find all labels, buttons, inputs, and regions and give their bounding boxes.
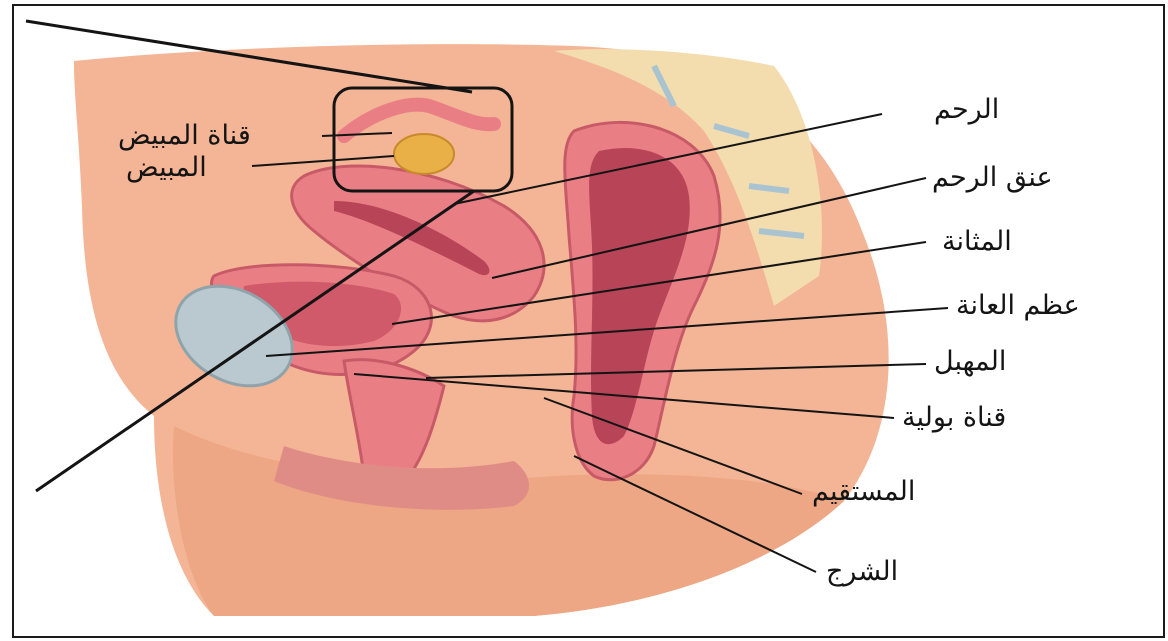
- diagram-frame: قناة المبيض المبيض الرحم عنق الرحم المثا…: [12, 4, 1165, 638]
- label-vagina: المهبل: [934, 348, 1006, 375]
- label-rectum: المستقيم: [812, 478, 915, 505]
- label-fallopian-tube: قناة المبيض: [118, 122, 251, 149]
- ovary: [394, 134, 454, 174]
- label-bladder: المثانة: [942, 228, 1012, 255]
- label-cervix: عنق الرحم: [932, 164, 1053, 191]
- label-pubic-bone: عظم العانة: [956, 292, 1080, 319]
- label-anus: الشرج: [826, 558, 898, 585]
- label-uterus: الرحم: [934, 96, 999, 123]
- label-urethra: قناة بولية: [902, 404, 1006, 431]
- label-ovary: المبيض: [126, 154, 207, 181]
